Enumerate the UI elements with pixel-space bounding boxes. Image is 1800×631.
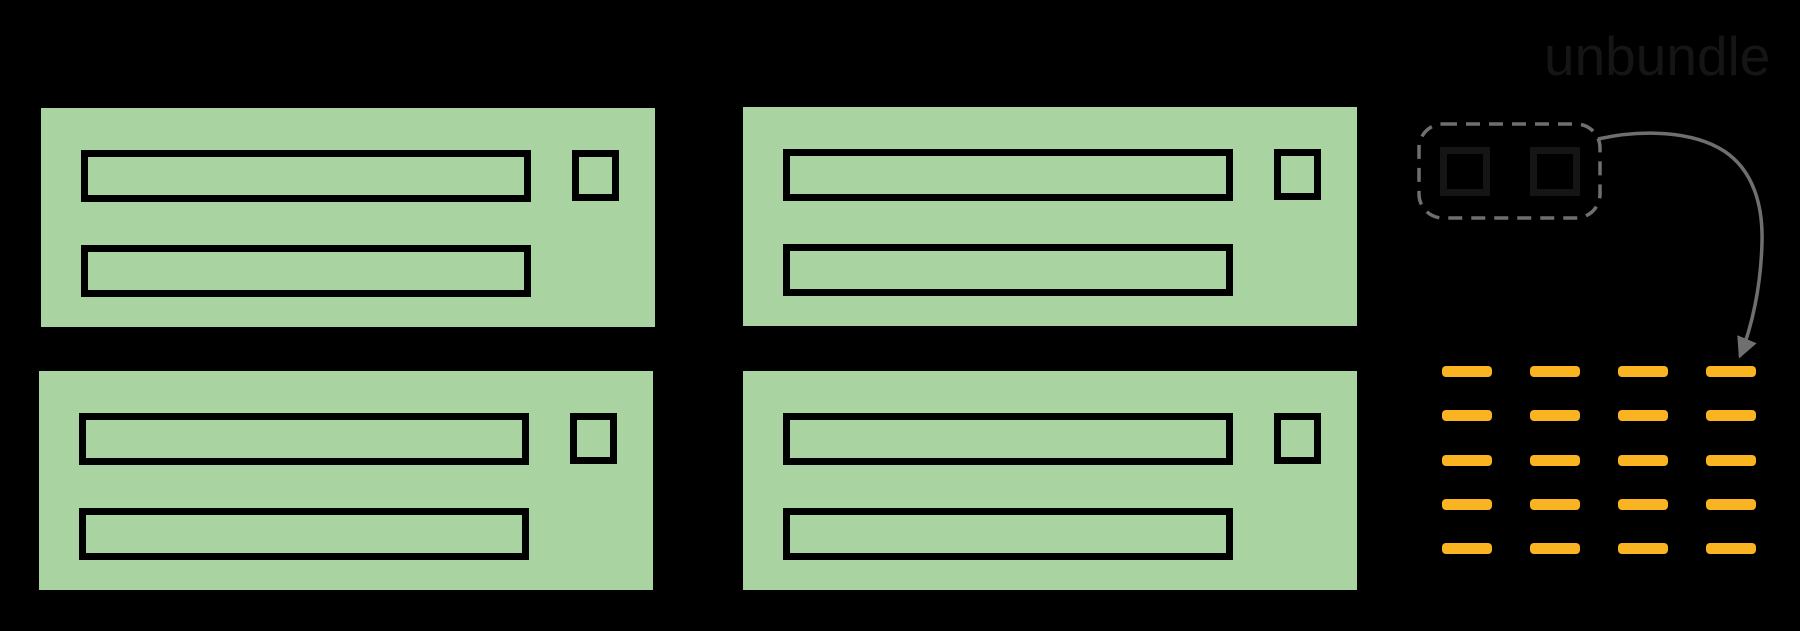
checkbox-square (572, 150, 619, 201)
token-dash (1530, 455, 1580, 466)
field-bar-bottom (79, 508, 529, 560)
field-bar-top (783, 413, 1233, 465)
token-dash (1706, 366, 1756, 377)
bundle-card-1 (41, 108, 655, 327)
token-dash (1530, 410, 1580, 421)
token-dash (1530, 366, 1580, 377)
token-dash (1618, 543, 1668, 554)
token-dash (1530, 499, 1580, 510)
unbundle-label: unbundle (1544, 25, 1771, 87)
field-bar-top (79, 413, 529, 465)
token-dash (1442, 366, 1492, 377)
token-grid (1442, 366, 1756, 554)
token-dash (1442, 543, 1492, 554)
checkbox-square (1274, 413, 1321, 464)
field-bar-bottom (783, 508, 1233, 560)
bundle-card-4 (743, 371, 1357, 590)
field-bar-bottom (81, 245, 531, 297)
field-bar-top (81, 150, 531, 202)
checkbox-square (570, 413, 617, 464)
token-dash (1442, 455, 1492, 466)
token-dash (1530, 543, 1580, 554)
token-dash (1618, 499, 1668, 510)
bundled-square-2 (1530, 147, 1580, 196)
token-dash (1706, 455, 1756, 466)
token-dash (1442, 410, 1492, 421)
bundle-card-2 (743, 107, 1357, 326)
bundled-square-1 (1440, 147, 1490, 196)
token-dash (1706, 543, 1756, 554)
token-dash (1618, 455, 1668, 466)
field-bar-top (783, 149, 1233, 201)
checkbox-square (1274, 149, 1321, 200)
token-dash (1618, 366, 1668, 377)
bundle-dashed-box (1417, 122, 1602, 220)
token-dash (1618, 410, 1668, 421)
bundle-card-3 (39, 371, 653, 590)
unbundle-arrow (1597, 131, 1764, 359)
token-dash (1706, 499, 1756, 510)
token-dash (1442, 499, 1492, 510)
token-dash (1706, 410, 1756, 421)
field-bar-bottom (783, 244, 1233, 296)
